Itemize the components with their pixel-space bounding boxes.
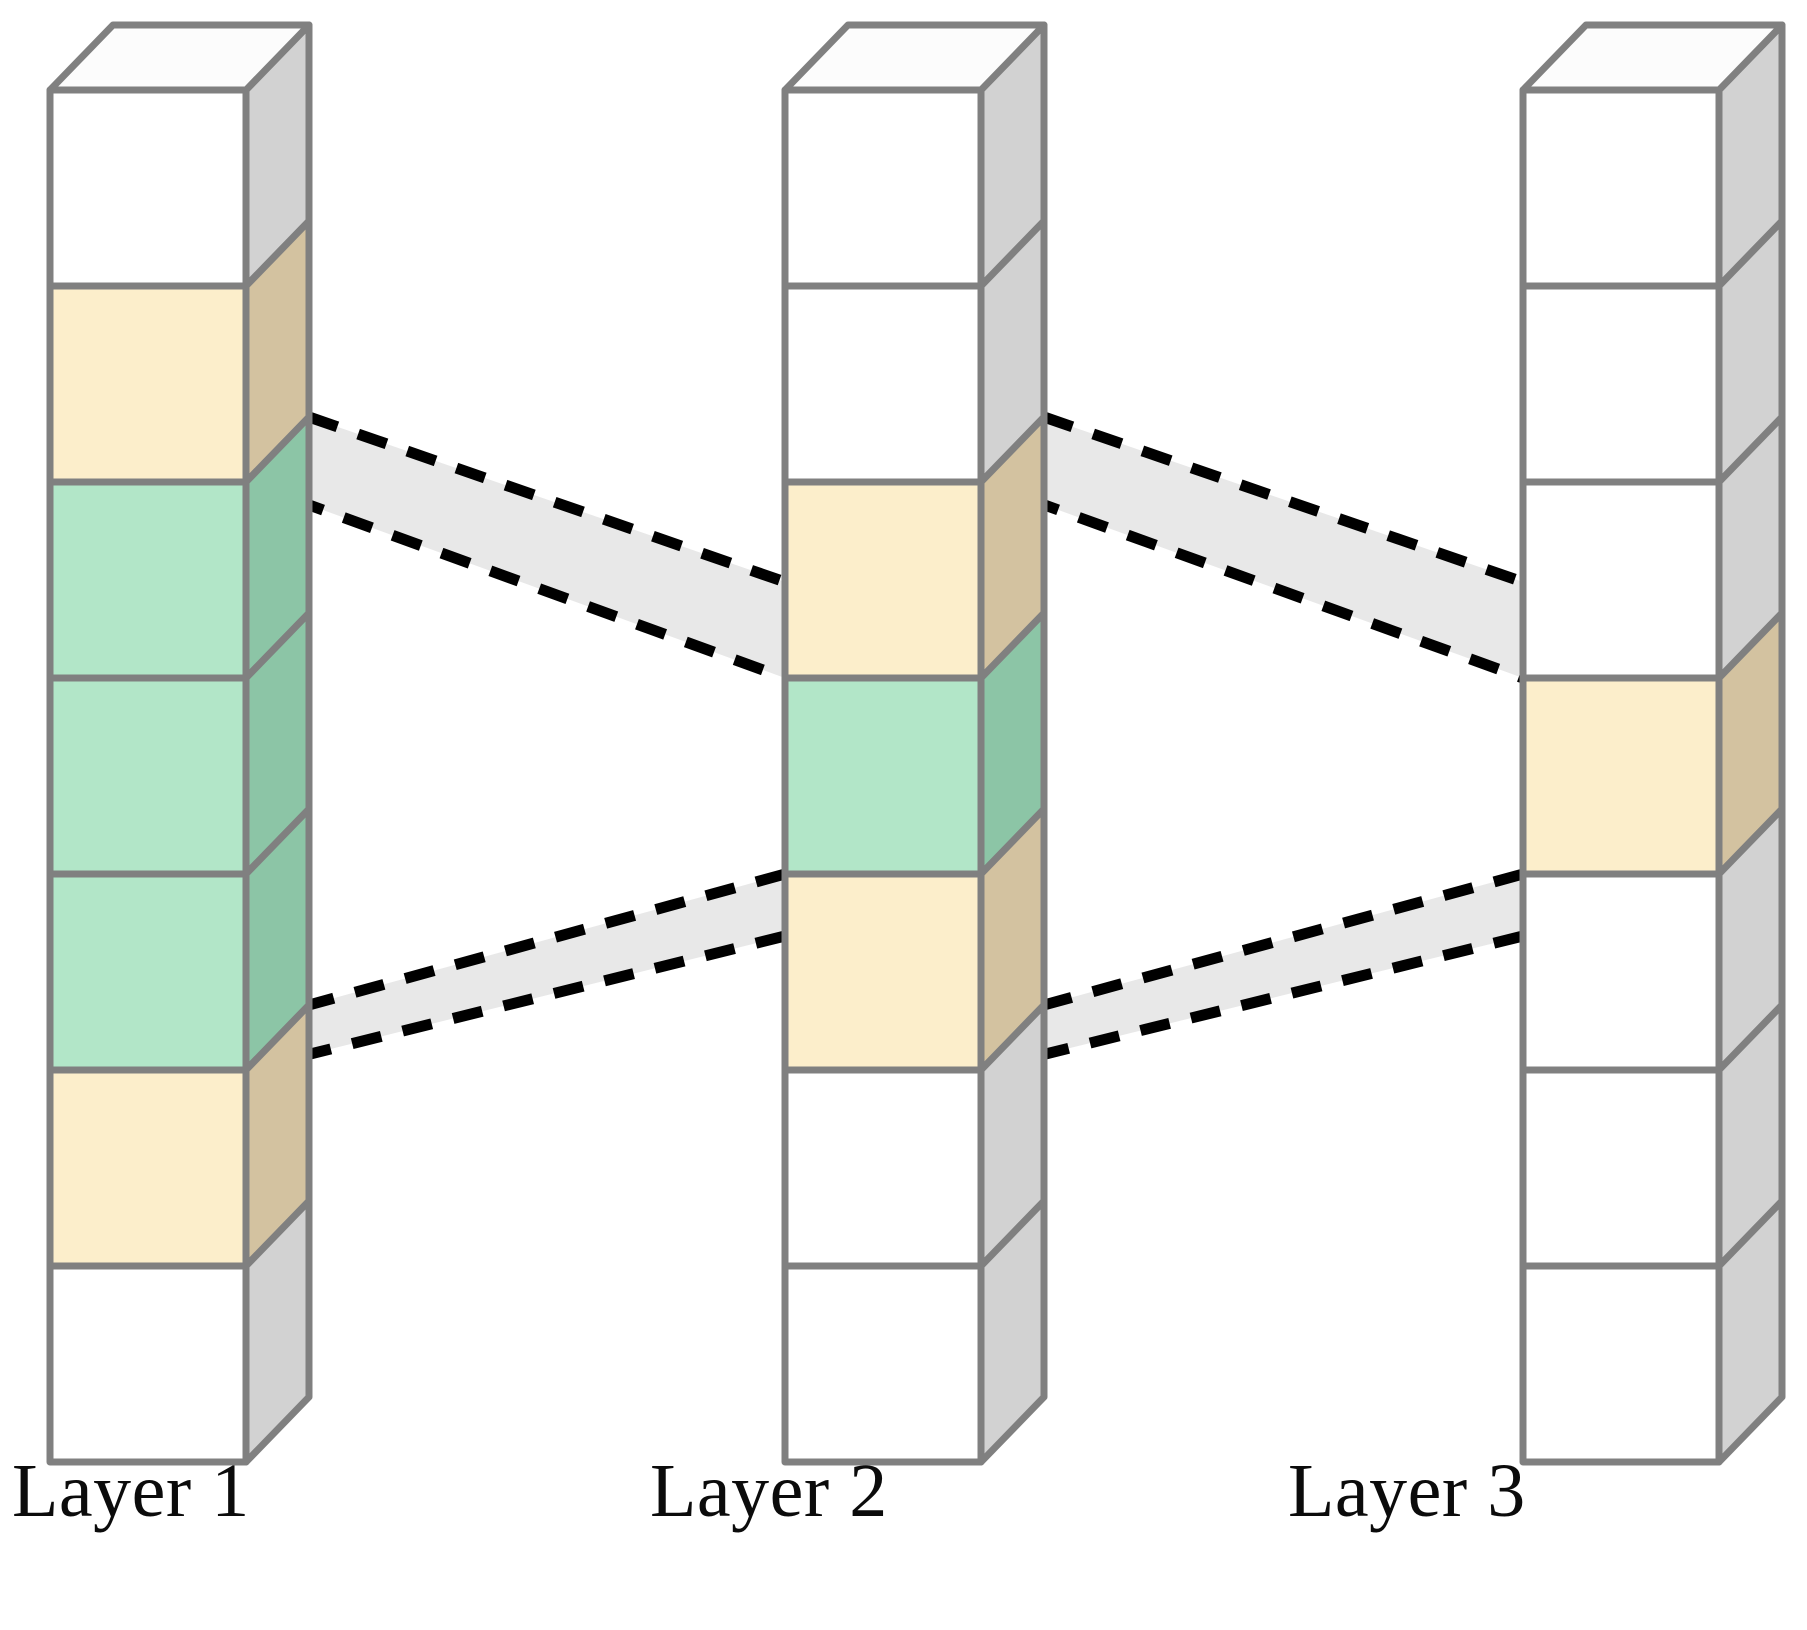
cell-front-layer-3-5 (1519, 1066, 1723, 1270)
label-layer-2: Layer 2 (650, 1449, 888, 1533)
cell-front-layer-3-6 (1519, 1262, 1723, 1466)
connection-ribbons (244, 411, 1525, 1076)
cell-top-layer-2 (781, 21, 1048, 94)
cell-front-layer-1-3 (46, 674, 250, 878)
cell-front-layer-1-1 (46, 282, 250, 486)
cell-front-layer-1-6 (46, 1262, 250, 1466)
cell-front-layer-2-3 (781, 674, 985, 878)
label-layer-1: Layer 1 (12, 1449, 250, 1533)
cell-top-layer-3 (1519, 21, 1786, 94)
cell-front-layer-1-2 (46, 478, 250, 682)
ribbon-l2-l3-upper-top-edge (1042, 411, 1525, 588)
cell-front-layer-2-0 (781, 86, 985, 290)
cell-top-layer-1 (46, 21, 313, 94)
cell-front-layer-1-5 (46, 1066, 250, 1270)
column-layer-2 (781, 21, 1048, 1466)
column-layer-1 (46, 21, 313, 1466)
column-stacks (46, 21, 1786, 1466)
cell-front-layer-2-2 (781, 478, 985, 682)
ribbon-l2-l3-upper-fill (981, 417, 1523, 678)
cell-front-layer-3-0 (1519, 86, 1723, 290)
ribbon-l2-l3-lower-fill (981, 874, 1523, 1070)
cell-front-layer-3-3 (1519, 674, 1723, 878)
cell-front-layer-3-2 (1519, 478, 1723, 682)
ribbon-l1-l2-upper-top-edge (307, 411, 787, 588)
ribbon-l1-l2-upper-fill (246, 417, 785, 678)
cell-front-layer-3-1 (1519, 282, 1723, 486)
ribbon-l1-l2-upper-bottom-edge (244, 476, 787, 684)
cell-front-layer-1-4 (46, 870, 250, 1074)
column-layer-3 (1519, 21, 1786, 1466)
cell-front-layer-2-5 (781, 1066, 985, 1270)
label-layer-3: Layer 3 (1288, 1449, 1526, 1533)
cell-front-layer-2-4 (781, 870, 985, 1074)
ribbon-l1-l2-lower-bottom-edge (244, 930, 787, 1076)
ribbon-l1-l2-lower-fill (246, 874, 785, 1070)
cell-front-layer-3-4 (1519, 870, 1723, 1074)
cell-front-layer-1-0 (46, 86, 250, 290)
cell-front-layer-2-1 (781, 282, 985, 486)
ribbon-l2-l3-lower-bottom-edge (979, 930, 1525, 1076)
cell-front-layer-2-6 (781, 1262, 985, 1466)
ribbon-l2-l3-upper-bottom-edge (979, 476, 1525, 684)
